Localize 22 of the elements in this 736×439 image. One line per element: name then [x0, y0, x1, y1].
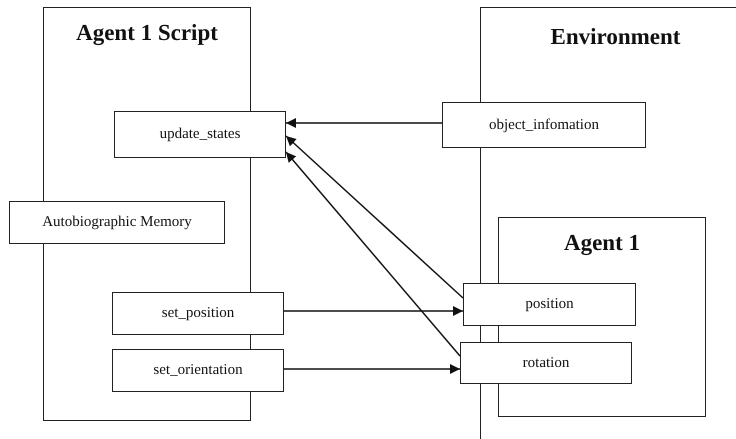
box-label: set_orientation: [153, 362, 243, 379]
function-box: [114, 111, 286, 158]
box-label: set_position: [162, 305, 234, 322]
panel-title: Agent 1 Script: [76, 20, 218, 45]
function-box: [112, 349, 284, 392]
data-box: [442, 102, 646, 148]
memory-box: [9, 201, 225, 244]
panel-title: Environment: [550, 24, 680, 49]
panel-title: Agent 1: [564, 230, 640, 255]
box-label: position: [525, 296, 574, 313]
box-label: update_states: [160, 126, 240, 143]
attribute-box: [460, 342, 632, 384]
box-label: Autobiographic Memory: [42, 214, 192, 231]
arrow: [286, 118, 442, 128]
function-box: [112, 292, 284, 335]
arrow: [284, 306, 463, 316]
arrow: [286, 135, 464, 299]
box-label: object_infomation: [489, 116, 599, 134]
attribute-box: [463, 283, 636, 326]
box-label: rotation: [522, 354, 570, 372]
arrow: [285, 152, 461, 356]
arrow: [284, 364, 460, 374]
